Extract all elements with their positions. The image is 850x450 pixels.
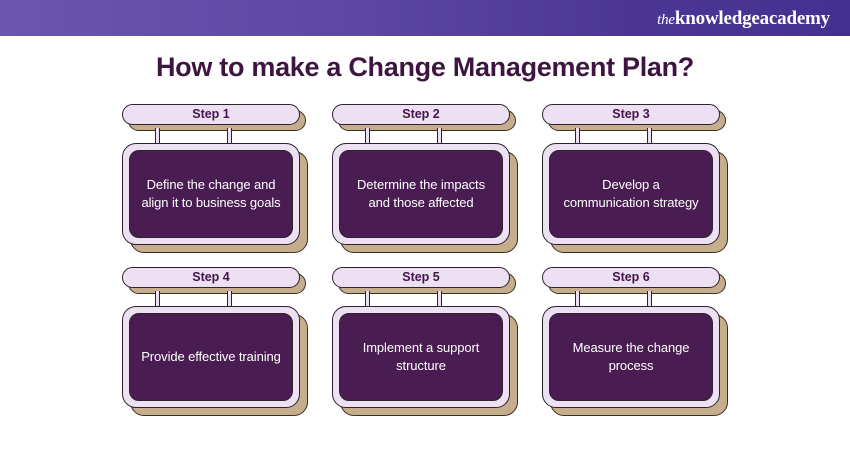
step-text-3: Develop a communication strategy xyxy=(563,176,699,210)
connector-post-left-4 xyxy=(155,291,160,306)
steps-row-bottom: Step 4 Provide effective training xyxy=(0,267,850,416)
step-card-5: Implement a support structure xyxy=(332,306,518,416)
step-label-6: Step 6 xyxy=(612,270,650,285)
connector-post-right-3 xyxy=(647,128,652,143)
step-text-5: Implement a support structure xyxy=(362,339,480,373)
card-inner-5: Implement a support structure xyxy=(339,313,503,401)
step-unit-1: Step 1 Define the change and align it to… xyxy=(122,104,308,253)
card-inner-3: Develop a communication strategy xyxy=(549,150,713,238)
pill-body-6: Step 6 xyxy=(542,267,720,288)
card-inner-1: Define the change and align it to busine… xyxy=(129,150,293,238)
step-connectors-1 xyxy=(122,128,300,143)
step-text-2: Determine the impacts and those affected xyxy=(357,176,485,210)
pill-body-4: Step 4 xyxy=(122,267,300,288)
step-unit-5: Step 5 Implement a support structure xyxy=(332,267,518,416)
step-card-3: Develop a communication strategy xyxy=(542,143,728,253)
step-unit-4: Step 4 Provide effective training xyxy=(122,267,308,416)
connector-post-right-6 xyxy=(647,291,652,306)
connector-post-left-3 xyxy=(575,128,580,143)
brand-logo: theknowledgeacademy xyxy=(657,9,830,28)
step-connectors-2 xyxy=(332,128,510,143)
card-frame-3: Develop a communication strategy xyxy=(542,143,720,245)
connector-post-right-4 xyxy=(227,291,232,306)
card-frame-6: Measure the change process xyxy=(542,306,720,408)
step-label-2: Step 2 xyxy=(402,107,440,122)
connector-post-right-5 xyxy=(437,291,442,306)
steps-row-top: Step 1 Define the change and align it to… xyxy=(0,104,850,253)
step-text-6: Measure the change process xyxy=(572,339,690,373)
step-label-3: Step 3 xyxy=(612,107,650,122)
step-pill-3: Step 3 xyxy=(542,104,726,131)
steps-grid: Step 1 Define the change and align it to… xyxy=(0,104,850,416)
card-inner-6: Measure the change process xyxy=(549,313,713,401)
step-pill-1: Step 1 xyxy=(122,104,306,131)
connector-post-right-1 xyxy=(227,128,232,143)
pill-body-5: Step 5 xyxy=(332,267,510,288)
step-pill-2: Step 2 xyxy=(332,104,516,131)
pill-body-3: Step 3 xyxy=(542,104,720,125)
step-unit-2: Step 2 Determine the impacts and those a… xyxy=(332,104,518,253)
step-card-1: Define the change and align it to busine… xyxy=(122,143,308,253)
connector-post-left-5 xyxy=(365,291,370,306)
connector-post-left-1 xyxy=(155,128,160,143)
card-frame-1: Define the change and align it to busine… xyxy=(122,143,300,245)
connector-post-left-6 xyxy=(575,291,580,306)
card-frame-4: Provide effective training xyxy=(122,306,300,408)
step-card-2: Determine the impacts and those affected xyxy=(332,143,518,253)
card-frame-5: Implement a support structure xyxy=(332,306,510,408)
page-title: How to make a Change Management Plan? xyxy=(155,52,694,82)
step-label-4: Step 4 xyxy=(192,270,230,285)
card-inner-4: Provide effective training xyxy=(129,313,293,401)
step-unit-3: Step 3 Develop a communication strategy xyxy=(542,104,728,253)
step-card-4: Provide effective training xyxy=(122,306,308,416)
step-connectors-5 xyxy=(332,291,510,306)
card-frame-2: Determine the impacts and those affected xyxy=(332,143,510,245)
header-bar: theknowledgeacademy xyxy=(0,0,850,36)
connector-post-left-2 xyxy=(365,128,370,143)
step-text-1: Define the change and align it to busine… xyxy=(141,176,281,210)
step-pill-6: Step 6 xyxy=(542,267,726,294)
step-pill-4: Step 4 xyxy=(122,267,306,294)
connector-post-right-2 xyxy=(437,128,442,143)
step-text-4: Provide effective training xyxy=(141,348,281,364)
card-inner-2: Determine the impacts and those affected xyxy=(339,150,503,238)
step-connectors-4 xyxy=(122,291,300,306)
step-label-5: Step 5 xyxy=(402,270,440,285)
step-card-6: Measure the change process xyxy=(542,306,728,416)
pill-body-2: Step 2 xyxy=(332,104,510,125)
step-pill-5: Step 5 xyxy=(332,267,516,294)
step-connectors-3 xyxy=(542,128,720,143)
step-label-1: Step 1 xyxy=(192,107,230,122)
pill-body-1: Step 1 xyxy=(122,104,300,125)
step-unit-6: Step 6 Measure the change process xyxy=(542,267,728,416)
brand-logo-the: the xyxy=(657,11,675,28)
step-connectors-6 xyxy=(542,291,720,306)
brand-logo-name: knowledgeacademy xyxy=(674,7,830,29)
